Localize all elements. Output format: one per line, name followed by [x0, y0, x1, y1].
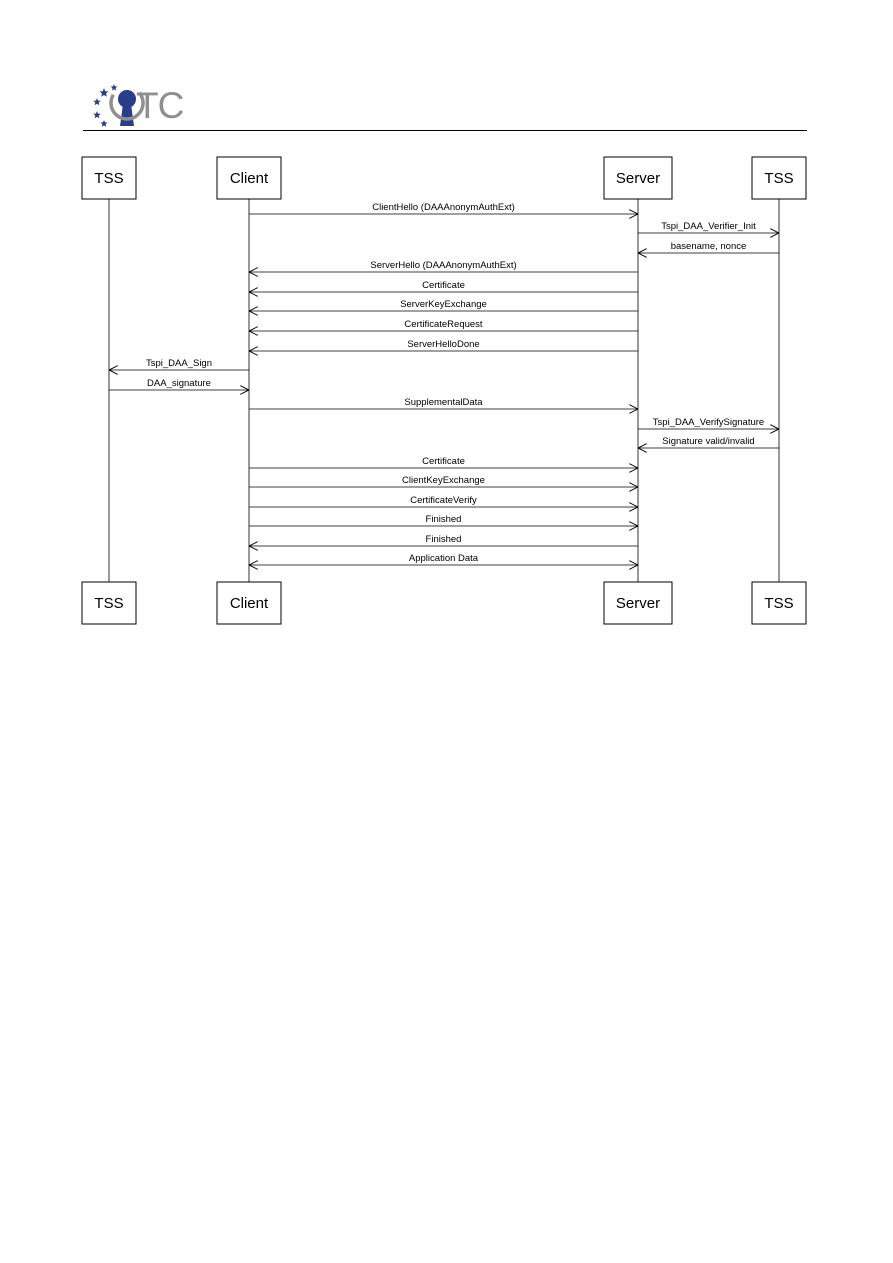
participant-tss-right-top: TSS — [751, 156, 807, 200]
message-label: Application Data — [409, 553, 479, 564]
participant-label: Client — [230, 595, 269, 612]
message-3: basename, nonce — [638, 241, 779, 253]
participant-label: TSS — [94, 595, 123, 612]
message-label: Tspi_DAA_Verifier_Init — [661, 221, 756, 232]
message-label: Finished — [426, 534, 462, 545]
message-18: Finished — [249, 534, 638, 546]
message-7: CertificateRequest — [249, 319, 638, 331]
message-label: ClientKeyExchange — [402, 475, 485, 486]
header-rule — [83, 130, 807, 131]
message-label: ServerHello (DAAAnonymAuthExt) — [370, 260, 516, 271]
lifelines-group — [108, 199, 780, 582]
message-17: Finished — [249, 514, 638, 526]
participant-label: Server — [616, 595, 660, 612]
logo-text: TC — [136, 85, 184, 126]
message-label: Signature valid/invalid — [662, 436, 754, 447]
messages-group: ClientHello (DAAAnonymAuthExt) Tspi_DAA_V… — [109, 202, 779, 565]
message-9: Tspi_DAA_Sign — [109, 358, 249, 370]
message-12: Tspi_DAA_VerifySignature — [638, 417, 779, 429]
message-15: ClientKeyExchange — [249, 475, 638, 487]
participant-box — [751, 581, 807, 625]
message-label: CertificateRequest — [404, 319, 483, 330]
participant-server-top: Server — [603, 156, 673, 200]
message-5: Certificate — [249, 280, 638, 292]
participant-label: TSS — [94, 170, 123, 187]
message-label: ServerHelloDone — [407, 339, 479, 350]
participant-label: Client — [230, 170, 269, 187]
participant-tss-left-top: TSS — [81, 156, 137, 200]
message-6: ServerKeyExchange — [249, 299, 638, 311]
message-16: CertificateVerify — [249, 495, 638, 507]
participant-box — [216, 581, 282, 625]
message-label: Tspi_DAA_VerifySignature — [653, 417, 764, 428]
participant-tss-right-bottom: TSS — [751, 581, 807, 625]
participant-label: Server — [616, 170, 660, 187]
message-label: basename, nonce — [671, 241, 747, 252]
message-8: ServerHelloDone — [249, 339, 638, 351]
message-4: ServerHello (DAAAnonymAuthExt) — [249, 260, 638, 272]
participant-label: TSS — [764, 170, 793, 187]
page-header: TC — [0, 0, 893, 140]
message-label: Finished — [426, 514, 462, 525]
message-14: Certificate — [249, 456, 638, 468]
participant-label: TSS — [764, 595, 793, 612]
participant-client-bottom: Client — [216, 581, 282, 625]
participant-box — [216, 156, 282, 200]
message-label: SupplementalData — [404, 397, 483, 408]
participant-box — [603, 156, 673, 200]
participant-tss-left-bottom: TSS — [81, 581, 137, 625]
message-label: Tspi_DAA_Sign — [146, 358, 212, 369]
keyhole-stars-logo-icon — [93, 84, 145, 127]
message-13: Signature valid/invalid — [638, 436, 779, 448]
message-2: Tspi_DAA_Verifier_Init — [638, 221, 779, 233]
participant-box — [81, 156, 137, 200]
message-19: Application Data — [249, 553, 638, 565]
message-label: ClientHello (DAAAnonymAuthExt) — [372, 202, 515, 213]
message-label: ServerKeyExchange — [400, 299, 487, 310]
participant-box — [751, 156, 807, 200]
participant-server-bottom: Server — [603, 581, 673, 625]
participant-box — [81, 581, 137, 625]
message-label: DAA_signature — [147, 378, 211, 389]
message-label: CertificateVerify — [410, 495, 477, 506]
participant-client-top: Client — [216, 156, 282, 200]
participant-box — [603, 581, 673, 625]
message-1: ClientHello (DAAAnonymAuthExt) — [249, 202, 638, 214]
message-10: DAA_signature — [109, 378, 249, 390]
message-11: SupplementalData — [249, 397, 638, 409]
message-label: Certificate — [422, 280, 465, 291]
message-label: Certificate — [422, 456, 465, 467]
